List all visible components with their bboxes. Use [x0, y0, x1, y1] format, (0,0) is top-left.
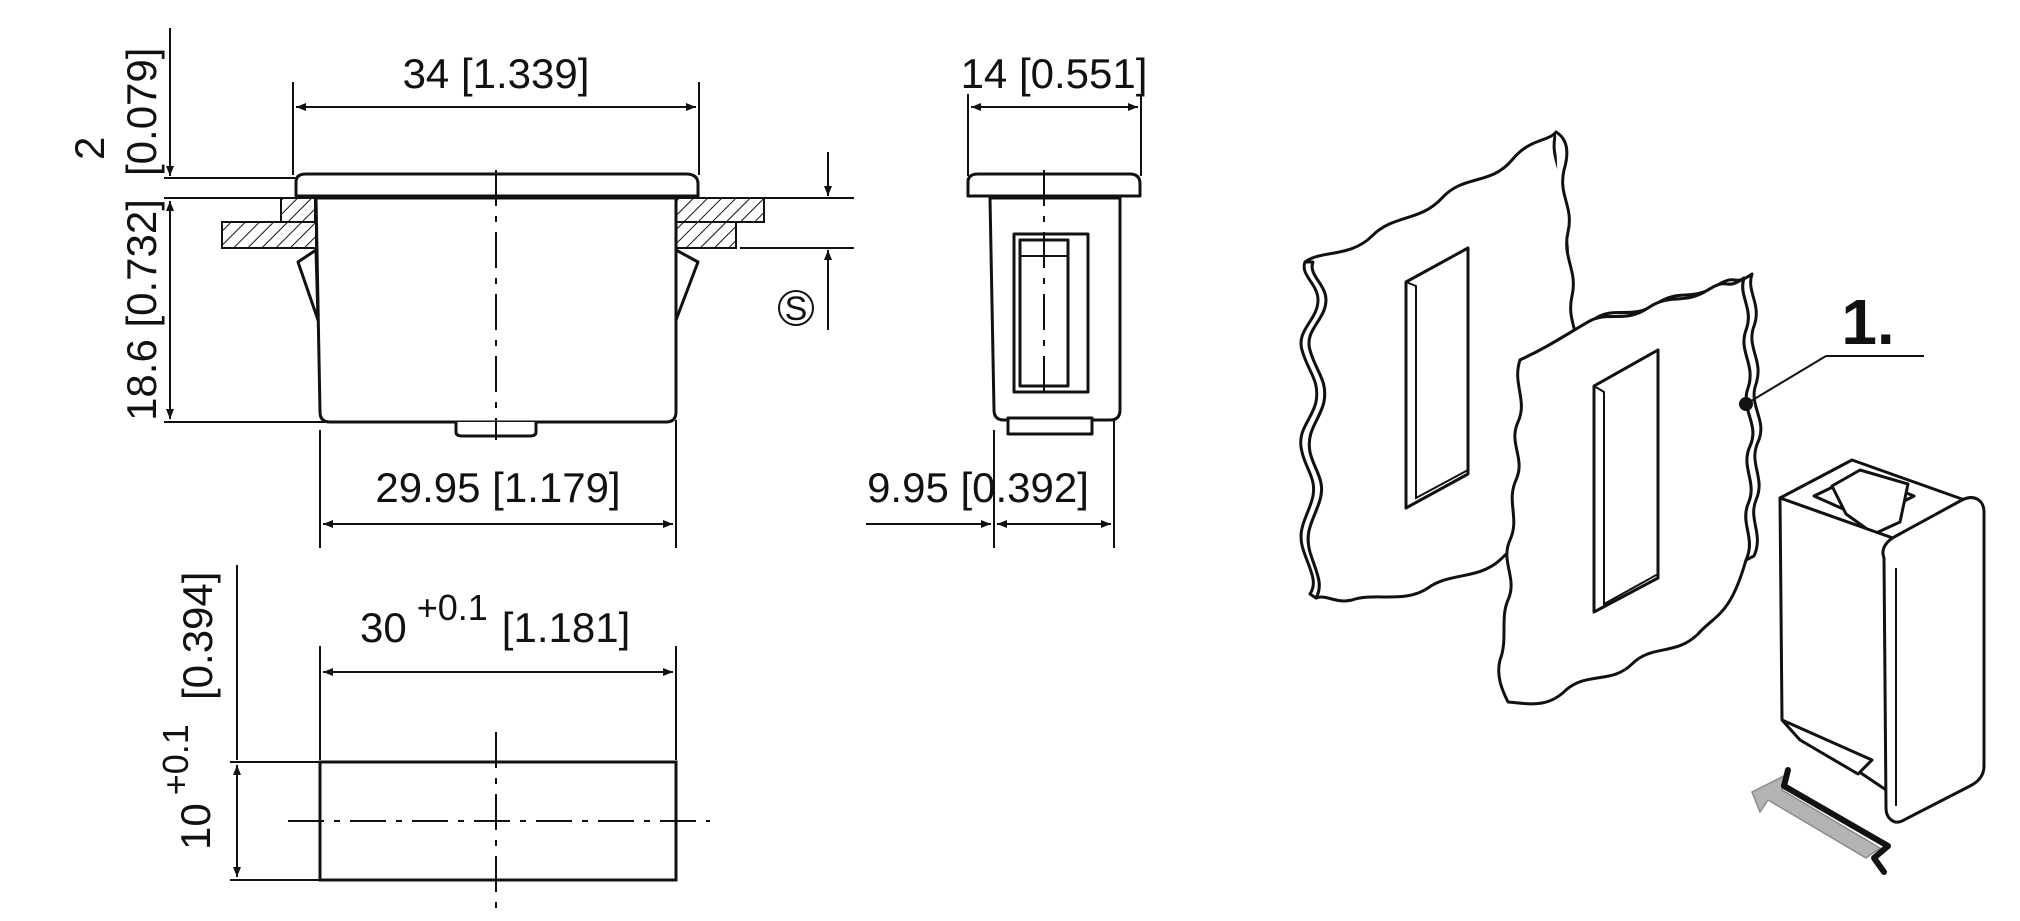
panel-section-left-lower — [221, 221, 317, 249]
insertion-arrow — [1751, 772, 1882, 859]
dim-label-cutout-height: 10+0.1 — [155, 724, 219, 850]
panel-section-left — [280, 197, 316, 223]
clip-left — [296, 248, 320, 322]
dim-label-bottom-width: 29.95 [1.179] — [375, 464, 620, 511]
dim-label-cutout-width: 30+0.1[1.181] — [360, 587, 630, 651]
cutout-view: 30+0.1[1.181] 10+0.1 [0.394] — [155, 565, 710, 912]
callout-leader — [1745, 355, 1827, 405]
plug-front — [1881, 496, 1986, 824]
side-flange-cap — [966, 172, 1142, 198]
side-view: 14 [0.551] 9.95 [0.392] — [866, 50, 1147, 548]
back-panel-cutout-edge — [1405, 281, 1469, 500]
dim-label-side-bottom-width: 9.95 [0.392] — [867, 464, 1089, 511]
panel-thickness-symbol: S — [785, 290, 808, 328]
clip-right — [674, 248, 700, 322]
panel-section-right-lower — [675, 221, 737, 249]
dim-label-top-width: 34 [1.339] — [403, 50, 590, 97]
dim-label-body-height: 18.6 [0.732] — [118, 199, 165, 421]
dim-label-flange-height: 2 — [66, 137, 113, 160]
dim-label-cutout-height-inch: [0.394] — [174, 572, 221, 700]
dim-label-side-top-width: 14 [0.551] — [961, 50, 1148, 97]
front-panel-cutout-edge — [1593, 385, 1659, 606]
panel-section-right — [675, 197, 765, 223]
callout-dot — [1739, 397, 1753, 411]
front-view: 34 [1.339] 2 [0.079] 18.6 [0.732] 29.95 … — [66, 28, 854, 548]
dim-label-flange-height-inch: [0.079] — [118, 48, 165, 176]
plug-latch — [1830, 468, 1910, 536]
isometric-assembly: 1. — [1299, 130, 1986, 875]
callout-label: 1. — [1841, 286, 1894, 358]
insertion-arrow-shadow — [1781, 767, 1791, 789]
side-bottom-tab — [1006, 416, 1094, 436]
panel-thickness-symbol-circle — [778, 290, 814, 326]
front-panel-cutout — [1592, 348, 1660, 614]
plug-bottom-clip — [1780, 718, 1874, 776]
back-panel-cutout — [1404, 246, 1470, 510]
insertion-arrow-shadow — [1781, 783, 1891, 875]
